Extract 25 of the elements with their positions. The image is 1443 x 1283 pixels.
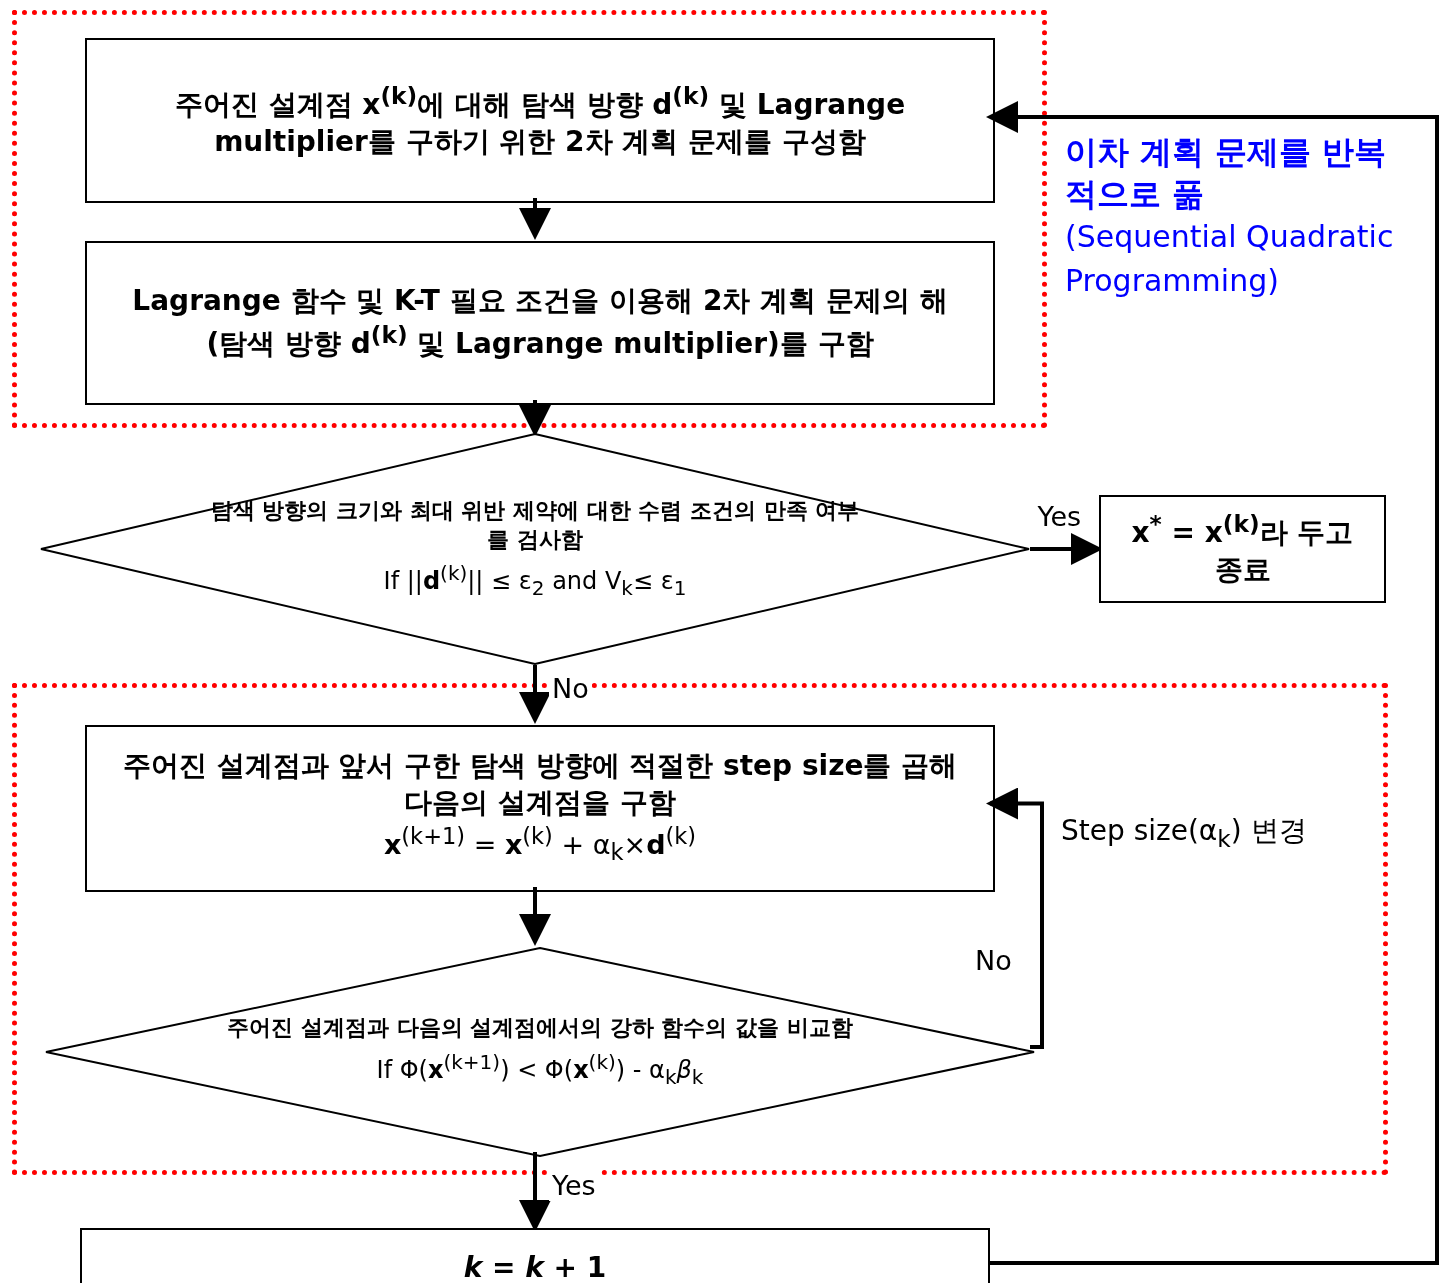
- process-text: x$^{*}$ = x$^{(k)}$라 두고 종료: [1131, 509, 1354, 589]
- side-note-heading: 이차 계획 문제를 반복적으로 풂: [1065, 132, 1388, 215]
- arrow: [519, 665, 551, 724]
- process-box: [85, 38, 995, 203]
- condition-text: 주어진 설계점과 다음의 설계점에서의 강하 함수의 값을 비교함: [227, 1014, 853, 1043]
- process-text: k = k + 1: [463, 1249, 607, 1283]
- arrow: [986, 101, 1439, 1265]
- decision-diamond: [40, 433, 1030, 665]
- dashed-group-frame: [12, 10, 1047, 428]
- arrow: [519, 198, 551, 240]
- decision-diamond: [45, 947, 1035, 1157]
- process-text: Lagrange 함수 및 K-T 필요 조건을 이용해 2차 계획 문제의 해(탐색 방향 d$^{(k)}$ 및 Lagrange multiplier)를 구함: [131, 283, 949, 363]
- formula-text: x$^{(k+1)}$ = x$^{(k)}$ + α$_{k}$×d$^{(k)}$: [383, 821, 697, 868]
- condition-text: 탐색 방향의 크기와 최대 위반 제약에 대한 수렴 조건의 만족 여부를 검사함: [209, 497, 861, 554]
- arrow: [986, 787, 1044, 1049]
- condition-formula: If ||d$^{(k)}$|| ≤ ε$_{2}$ and V$_{k}$≤ ε$_{1}$: [383, 560, 687, 601]
- process-box: [1099, 495, 1386, 603]
- process-box: [85, 725, 995, 892]
- process-text: 주어진 설계점과 앞서 구한 탐색 방향에 적절한 step size를 곱해 다음의 설계점을 구함: [121, 748, 959, 821]
- arrow: [519, 887, 551, 946]
- edge-label: Yes: [549, 1170, 599, 1201]
- process-box: [85, 241, 995, 405]
- process-text: 주어진 설계점 x$^{(k)}$에 대해 탐색 방향 d$^{(k)}$ 및 Lagrange multiplier를 구하기 위한 2차 계획 문제를 구성함: [173, 80, 907, 160]
- side-note: (Sequential Quadratic Programming): [1065, 218, 1395, 300]
- condition-formula: If Φ(x$^{(k+1)}$) < Φ(x$^{(k)}$) - α$_{k}$β$_{k}$: [376, 1048, 704, 1090]
